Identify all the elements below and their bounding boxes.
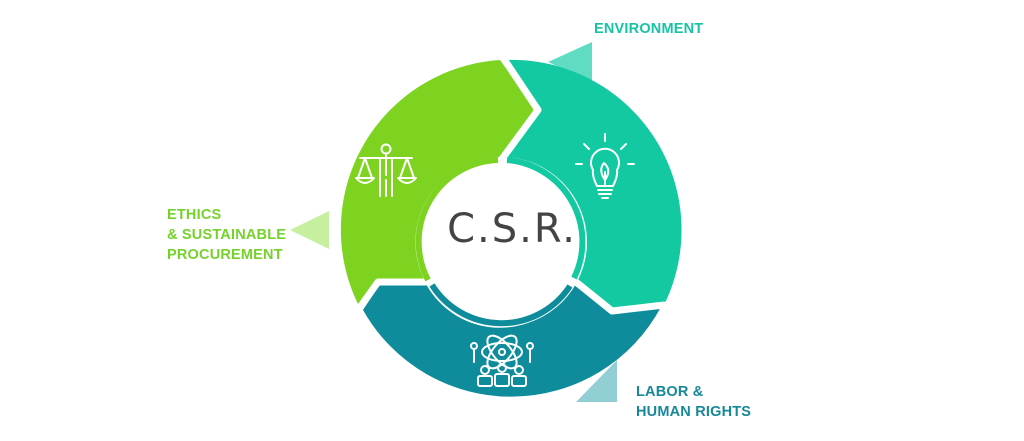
scales-person-icon [355, 143, 417, 197]
environment-segment [505, 59, 682, 311]
labor-label-line: HUMAN RIGHTS [636, 404, 752, 420]
center-disc [428, 168, 576, 316]
ethics-label: ETHICS & SUSTAINABLE PROCUREMENT [167, 205, 286, 265]
segment-dividers [354, 52, 668, 315]
labor-label-line: LABOR & [636, 384, 704, 400]
labor-segment [363, 283, 661, 397]
inner-ring-ethics [415, 157, 499, 282]
ethics-label-line: ETHICS [167, 207, 222, 223]
ethics-label-line: & SUSTAINABLE [167, 227, 287, 243]
environment-label-line: ENVIRONMENT [594, 21, 704, 37]
ethics-label-line: PROCUREMENT [167, 247, 283, 263]
environment-pointer [548, 42, 592, 82]
ethics-pointer [290, 211, 329, 249]
inner-ring-environment [506, 157, 586, 280]
inner-ring-labor [429, 283, 573, 327]
lightbulb-leaf-icon [575, 133, 635, 199]
center-title: C.S.R. [447, 206, 577, 252]
people-network-icon [470, 334, 534, 387]
labor-pointer [576, 360, 617, 402]
labor-label: LABOR & HUMAN RIGHTS [636, 382, 751, 422]
environment-label: ENVIRONMENT [594, 19, 703, 39]
